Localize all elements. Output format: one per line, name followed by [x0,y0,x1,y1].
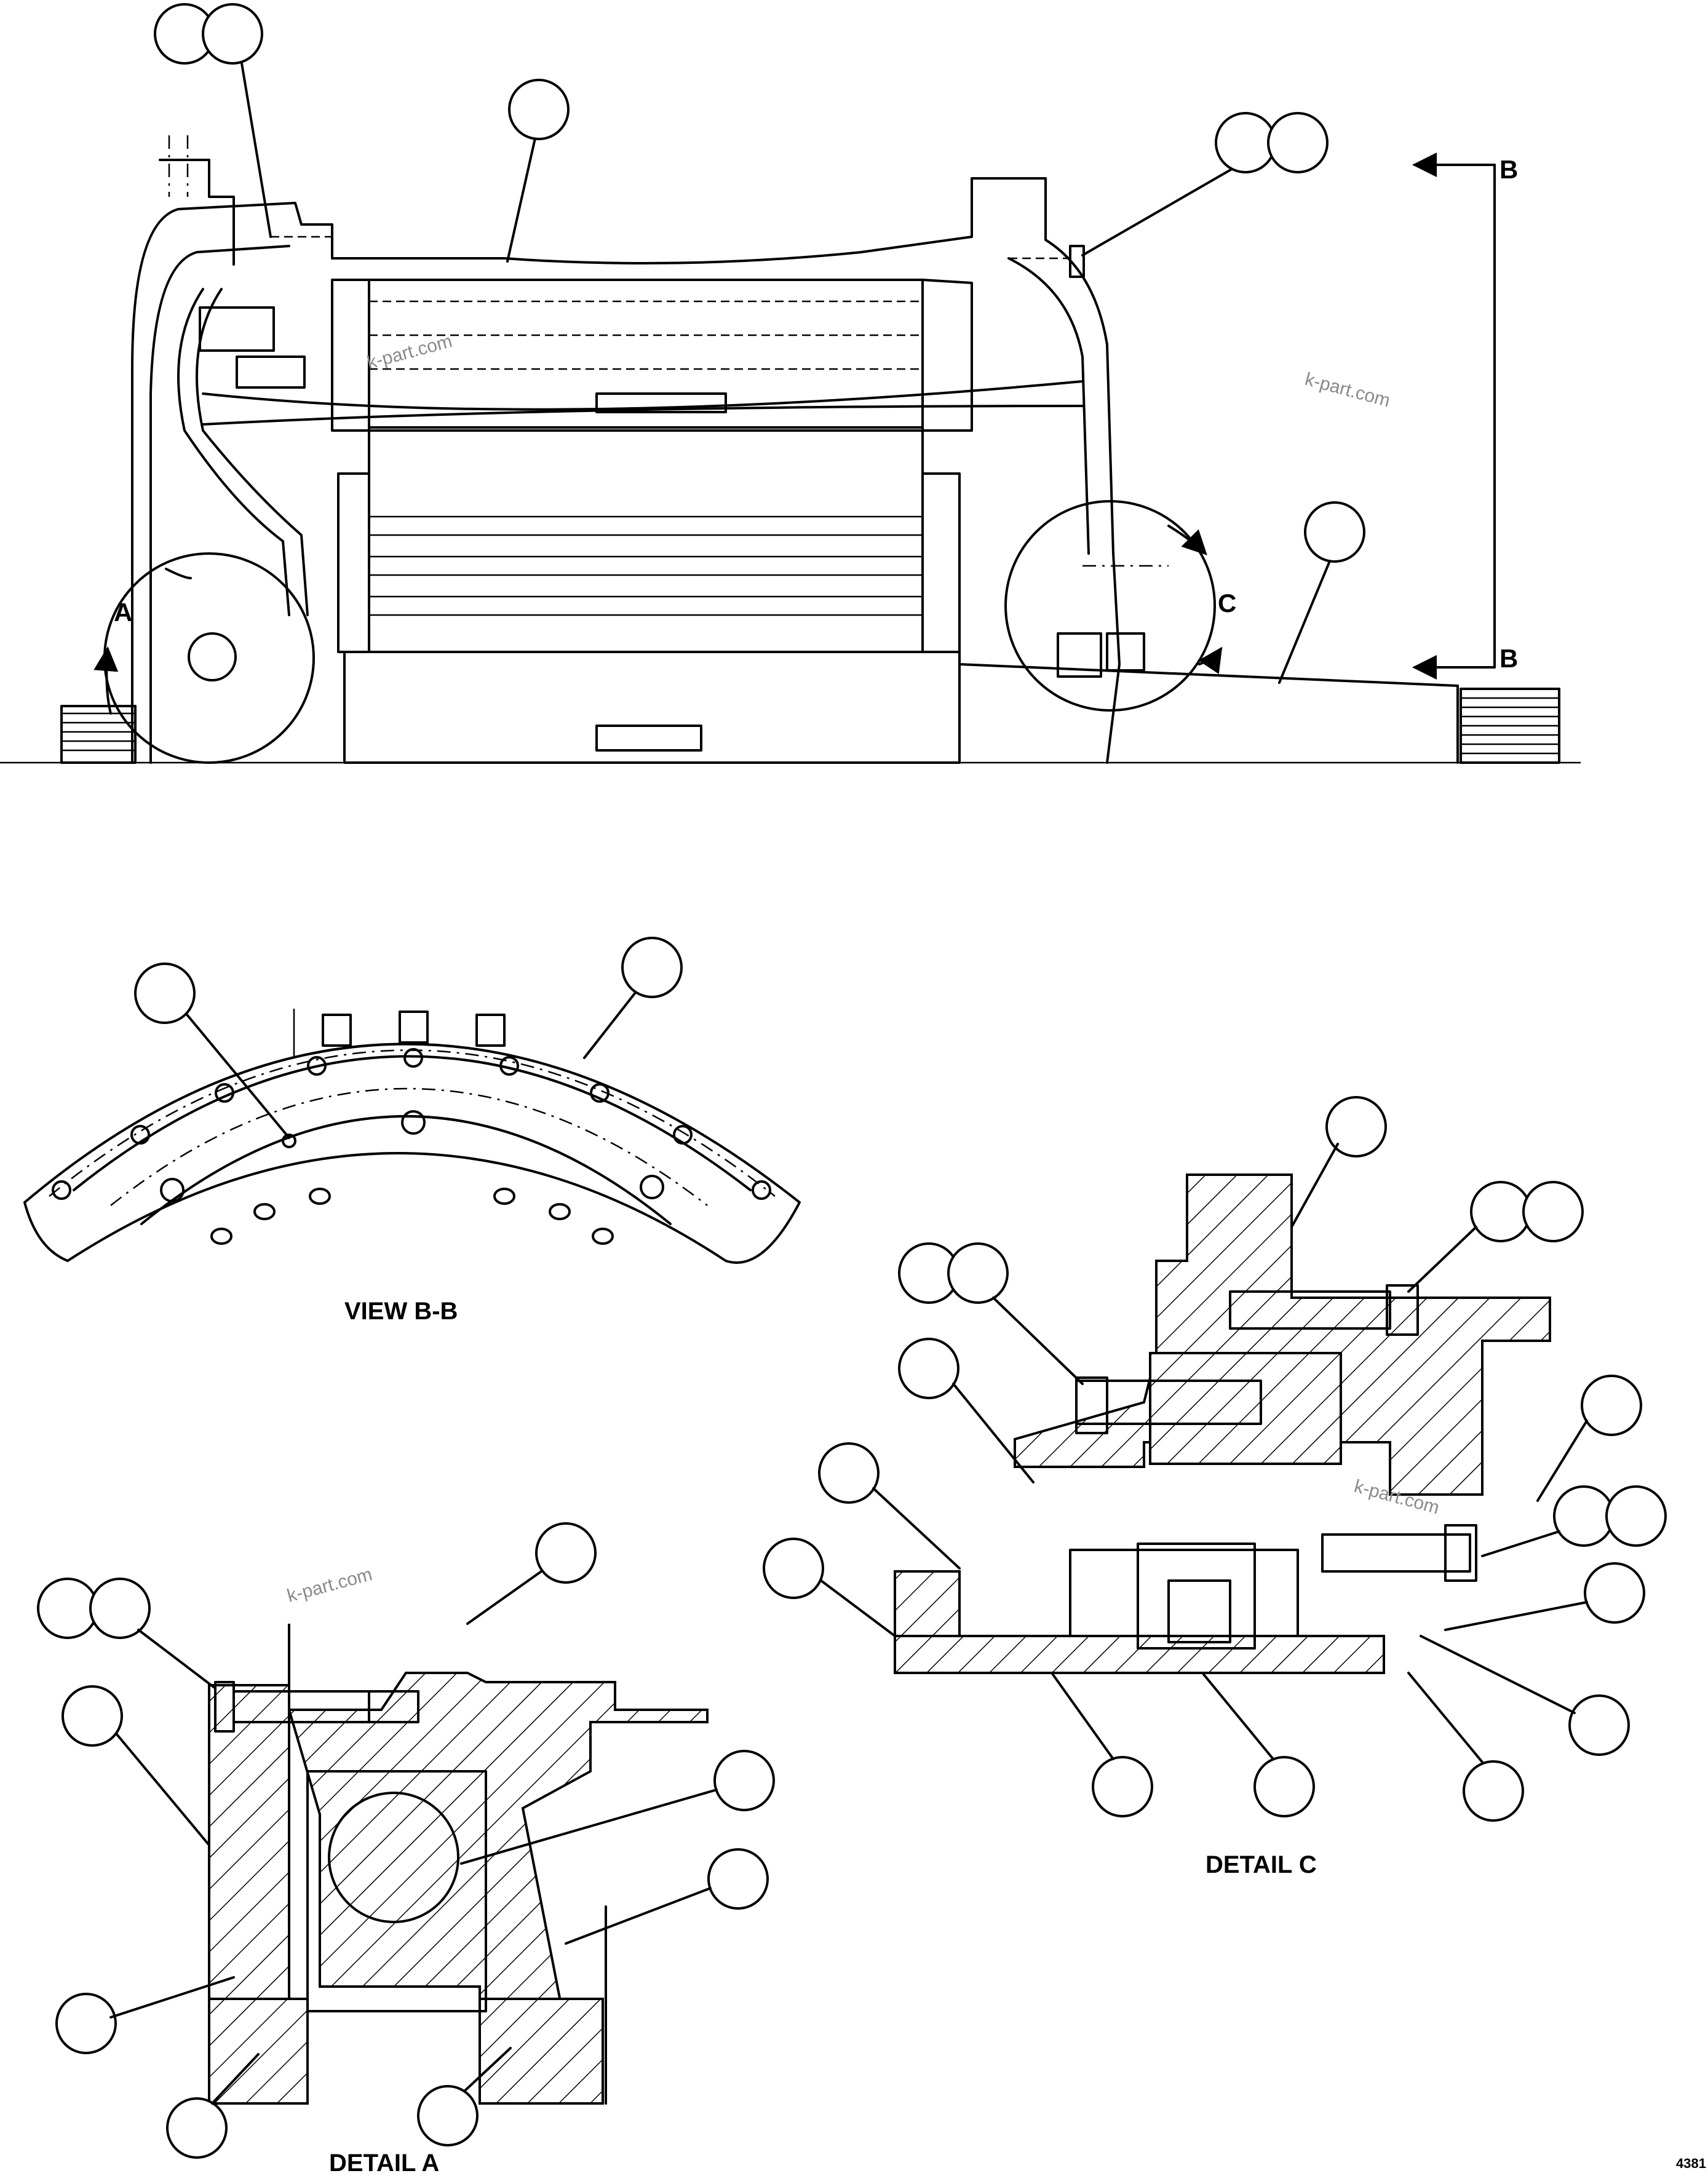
bolt-holes [52,1048,771,1202]
callout-bubble[interactable] [508,79,570,140]
detail-c-base-ring [894,1635,1385,1674]
callout-bubble[interactable] [1584,1562,1645,1624]
callout-bubble[interactable] [1092,1756,1153,1817]
callout-bubble[interactable] [37,1578,98,1639]
callout-bubble[interactable] [1215,112,1276,173]
callouts-main[interactable] [154,3,1365,684]
detail-c-caption: DETAIL C [1206,1851,1317,1878]
housing-outline [131,177,1121,764]
view-b-b: VIEW B-B [23,937,801,1325]
housing-inner-left [149,245,290,764]
hub-keyway [595,725,702,752]
watermark: k-part.com [285,1564,374,1606]
callout-bubble[interactable] [1581,1375,1642,1436]
brake-band-lower [202,405,1084,426]
callout-bubble[interactable] [166,2097,228,2159]
callout-bubble[interactable] [1253,1756,1315,1817]
svg-text:B: B [1499,155,1518,184]
callout-bubble[interactable] [1568,1694,1630,1756]
detail-c-bolt-upper [1229,1290,1391,1330]
callout-bubble[interactable] [535,1522,597,1584]
detail-a-caption: DETAIL A [329,2150,439,2176]
callout-bubble[interactable] [947,1242,1009,1304]
left-flange [331,279,370,432]
svg-text:B: B [1499,644,1518,673]
callout-bubble[interactable] [89,1578,151,1639]
detail-a: DETAIL A [37,1522,775,2176]
view-bb-caption: VIEW B-B [344,1298,458,1325]
callout-bubble[interactable] [62,1685,123,1747]
callout-bubble[interactable] [1470,1181,1531,1242]
callout-bubble[interactable] [417,2085,479,2146]
drum-keyway [595,392,727,413]
callout-bubble[interactable] [202,3,263,65]
callout-bubble[interactable] [1553,1485,1615,1547]
callout-bubble[interactable] [1304,501,1365,563]
section-b-b-marker: B B [1412,153,1518,680]
callout-bubble[interactable] [1325,1096,1387,1157]
detail-a-callout-circle [103,552,315,764]
detail-c-marker: C [1218,589,1236,617]
left-spline-teeth [62,712,135,752]
main-bearing-ball [188,632,237,681]
callout-bubble[interactable] [818,1442,880,1504]
watermark: k-part.com [365,331,454,373]
brake-band-upper [202,380,1084,411]
hydraulic-hose-inner [196,288,309,616]
sheet-code: 4381 [1676,2156,1706,2171]
callout-bubble[interactable] [898,1338,959,1399]
drum-lower [368,429,924,653]
callout-bubble[interactable] [1463,1760,1524,1822]
callout-bubble[interactable] [134,963,196,1024]
central-hub [343,651,961,764]
left-spline [60,705,137,764]
detail-c: DETAIL C [763,1096,1667,1878]
top-bracket [159,159,235,266]
housing-inner-right [1007,257,1090,555]
ring-gear-outline [23,1042,801,1264]
callout-bubble[interactable] [1522,1181,1584,1242]
main-cross-section: A C B B [0,3,1581,764]
callout-bubble[interactable] [713,1750,775,1811]
callout-bubble[interactable] [763,1538,824,1599]
callout-bubble[interactable] [707,1848,769,1910]
linkage-block [199,306,275,352]
right-spline-teeth [1461,697,1559,755]
detail-c-callout-circle [1004,500,1216,712]
hydraulic-hose [177,288,290,616]
detail-a-marker: A [114,598,132,627]
callout-bubble[interactable] [55,1993,117,2054]
rollers [210,1188,614,1245]
callout-bubble[interactable] [621,937,683,998]
detail-a-housing [288,1624,709,2038]
detail-a-bearing-ball [328,1792,459,1923]
watermark: k-part.com [1303,369,1392,411]
callout-bubble[interactable] [1605,1485,1667,1547]
callout-bubble[interactable] [1267,112,1329,173]
right-flange [921,279,973,432]
